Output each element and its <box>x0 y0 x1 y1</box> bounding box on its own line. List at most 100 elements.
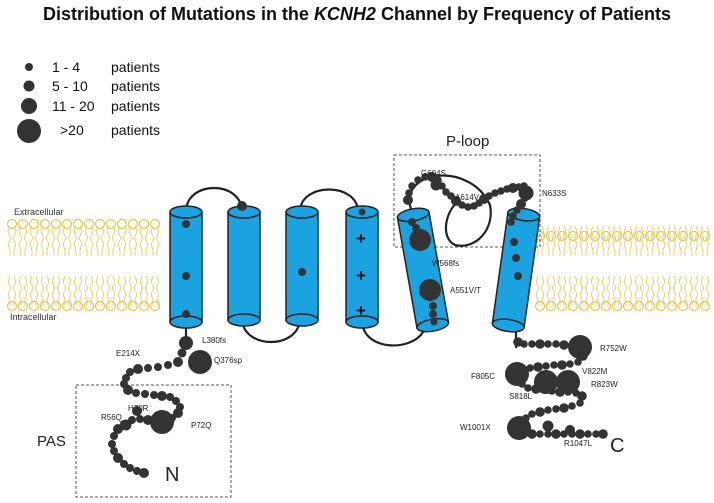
mutation-dot <box>559 403 569 413</box>
mutation-dots <box>108 172 608 478</box>
mutation-dot <box>110 432 118 440</box>
lipid-tail <box>612 275 622 306</box>
label-P72Q: P72Q <box>191 421 211 430</box>
title-post: Channel by Frequency of Patients <box>375 4 672 24</box>
mutation-dot <box>576 399 584 407</box>
lipid-head <box>149 218 161 230</box>
mutation-dot <box>598 429 608 439</box>
lipid-tail <box>62 225 72 256</box>
mutation-dot <box>108 440 116 448</box>
lipid-tail <box>150 275 160 306</box>
legend-dot-medium <box>23 80 35 92</box>
lipid-head <box>50 218 62 230</box>
lipid-tail <box>535 275 545 306</box>
legend-dot-xlarge <box>17 119 41 143</box>
mutation-dot <box>520 340 528 348</box>
mutation-dot <box>154 363 162 371</box>
mutation-dot <box>556 370 580 394</box>
label-A551VT: A551V/T <box>450 286 481 295</box>
label-R823W: R823W <box>591 380 618 389</box>
lipid-tail <box>95 225 105 256</box>
lipid-tail <box>667 225 677 256</box>
label-N633S: N633S <box>542 189 566 198</box>
lipid-head <box>17 218 29 230</box>
figure-title: Distribution of Mutations in the KCNH2 C… <box>0 4 714 25</box>
mutation-dot <box>458 201 466 209</box>
lipid-head <box>149 300 161 312</box>
mutation-dot <box>136 415 144 423</box>
mutation-dot <box>534 370 558 394</box>
lipid-tail <box>656 275 666 306</box>
mutation-dot <box>298 268 306 276</box>
lipid-tail <box>18 275 28 306</box>
lipid-head <box>94 218 106 230</box>
mutation-dot <box>408 218 416 226</box>
lipid-tail <box>568 275 578 306</box>
mutation-dot <box>173 357 183 367</box>
mutation-dot <box>544 340 552 348</box>
mutation-dot <box>430 318 438 326</box>
mutation-dot <box>508 183 518 193</box>
lipid-tail <box>601 275 611 306</box>
mutation-dot <box>144 364 152 372</box>
lipid-head <box>72 218 84 230</box>
lipid-tail <box>106 225 116 256</box>
mutation-dot <box>179 336 193 350</box>
mutation-dot <box>120 460 128 468</box>
lipid-tail <box>40 225 50 256</box>
helices <box>169 205 541 333</box>
mutation-dot <box>409 229 431 251</box>
mutation-dot <box>514 272 522 280</box>
lipid-head <box>17 300 29 312</box>
lipid-tail <box>579 275 589 306</box>
mutation-dot <box>524 384 532 392</box>
legend-range-1: 1 - 4 <box>52 59 80 75</box>
lipid-tail <box>117 275 127 306</box>
lipid-tail <box>73 275 83 306</box>
lipid-head <box>116 218 128 230</box>
lipid-tail <box>612 225 622 256</box>
mutation-dot <box>141 390 149 398</box>
lipid-tail <box>106 275 116 306</box>
lipid-head <box>644 300 656 312</box>
mutation-dot <box>113 453 123 463</box>
helix-s4 <box>345 205 379 329</box>
mutation-dot <box>164 361 172 369</box>
lipid-head <box>83 300 95 312</box>
lipid-head <box>699 230 711 242</box>
mutation-dot <box>575 429 585 439</box>
label-H70R: H70R <box>128 404 149 413</box>
mutation-dot <box>172 397 180 405</box>
lipid-head <box>6 300 18 312</box>
mutation-dot <box>120 419 132 431</box>
lipid-head <box>534 300 546 312</box>
mutation-dot <box>485 192 493 200</box>
mutation-dot <box>535 339 545 349</box>
mutation-dot <box>535 407 545 417</box>
lipid-tail <box>139 275 149 306</box>
lipid-head <box>83 218 95 230</box>
lipid-head <box>600 300 612 312</box>
label-L380fs: L380fs <box>202 336 226 345</box>
helix-s3 <box>285 205 319 327</box>
mutation-dot <box>429 310 437 318</box>
lipid-tail <box>29 225 39 256</box>
n-terminus-label: N <box>165 464 179 486</box>
lipid-tail <box>689 225 699 256</box>
helix-s2 <box>227 205 261 327</box>
lipid-head <box>600 230 612 242</box>
lipid-tail <box>73 225 83 256</box>
extracellular-label: Extracellular <box>14 207 64 217</box>
mutation-dot <box>552 405 560 413</box>
legend: 1 - 4 patients 5 - 10 patients 11 - 20 p… <box>17 59 160 143</box>
mutation-dot <box>414 176 422 184</box>
lipid-tail <box>128 275 138 306</box>
mutation-dot <box>150 410 174 434</box>
mutation-dot <box>557 360 567 370</box>
loop-s4-s5 <box>360 319 426 347</box>
lipid-tail <box>117 225 127 256</box>
mutation-dot <box>544 406 552 414</box>
lipid-head <box>105 300 117 312</box>
lipid-tail <box>590 225 600 256</box>
